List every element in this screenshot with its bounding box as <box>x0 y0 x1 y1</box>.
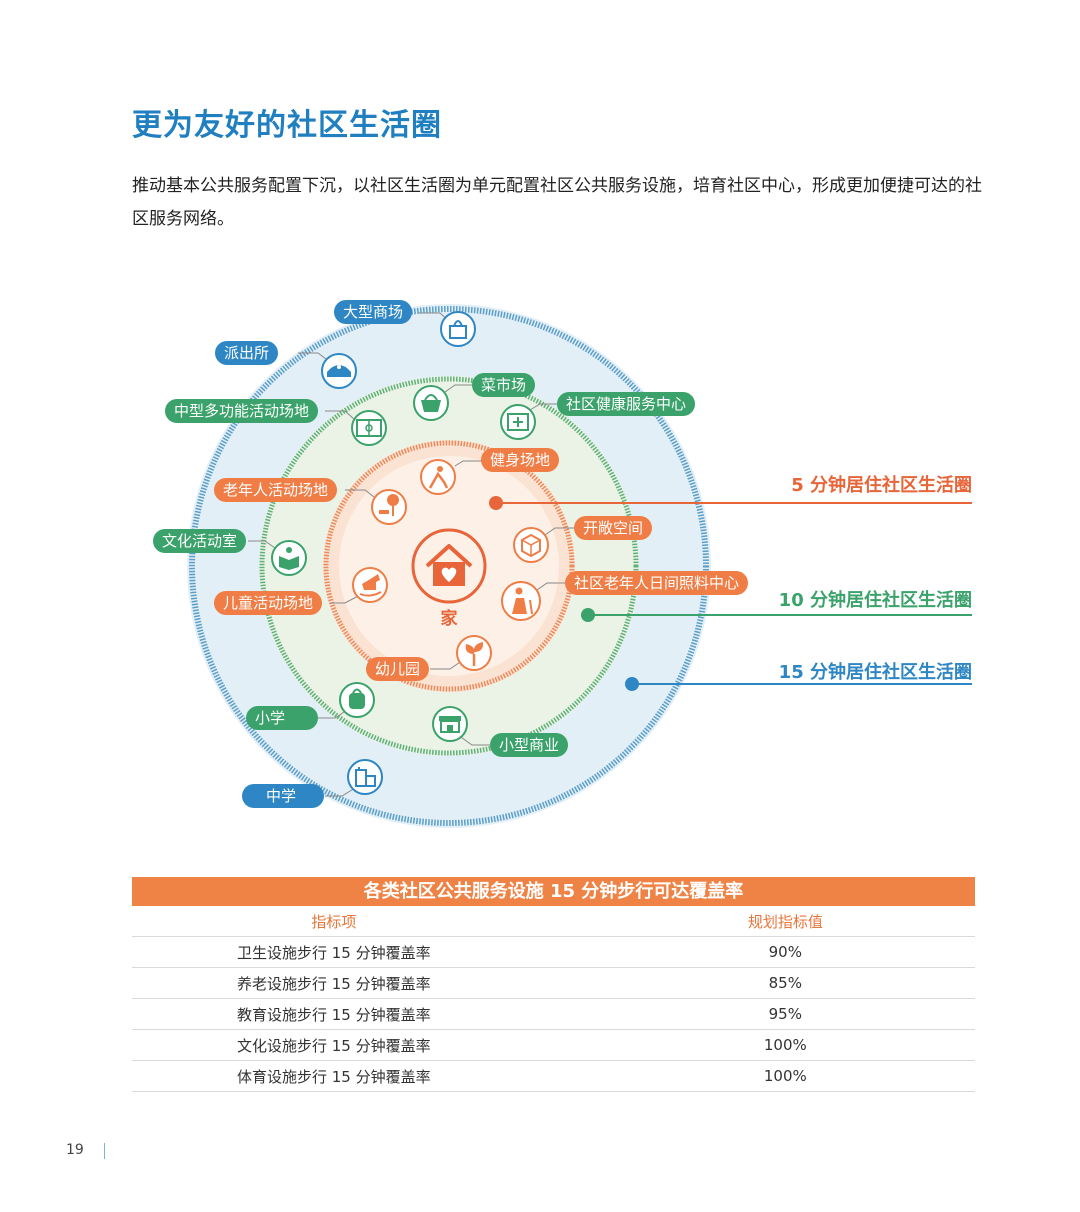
table-cell: 95% <box>595 998 975 1030</box>
tag-sports-field: 中型多功能活动场地 <box>165 399 319 423</box>
tag-elderly-activity: 老年人活动场地 <box>214 478 338 502</box>
table-cell: 100% <box>595 1060 975 1092</box>
table-row: 教育设施步行 15 分钟覆盖率 95% <box>132 998 975 1030</box>
tag-primary: 小学 <box>246 706 318 730</box>
table-row: 体育设施步行 15 分钟覆盖率 100% <box>132 1060 975 1092</box>
tag-fitness: 健身场地 <box>481 448 560 472</box>
rocking-horse-icon <box>352 567 388 603</box>
page-number-divider <box>104 1143 105 1159</box>
legend-15min: 15 分钟居住社区生活圈 <box>778 662 972 683</box>
house-icon <box>411 528 487 604</box>
tag-elderly-care: 社区老年人日间照料中心 <box>565 571 749 595</box>
tag-kindergarten: 幼儿园 <box>366 657 430 681</box>
life-circle-diagram: 家 <box>187 304 972 828</box>
table-title: 各类社区公共服务设施 15 分钟步行可达覆盖率 <box>132 877 975 906</box>
table-row: 养老设施步行 15 分钟覆盖率 85% <box>132 967 975 999</box>
fitness-icon <box>420 459 456 495</box>
coverage-table: 各类社区公共服务设施 15 分钟步行可达覆盖率 指标项 规划指标值 卫生设施步行… <box>132 877 975 1092</box>
table-cell: 卫生设施步行 15 分钟覆盖率 <box>132 936 596 968</box>
tag-open-space: 开敞空间 <box>574 516 653 540</box>
basket-icon <box>413 385 449 421</box>
table-row: 文化设施步行 15 分钟覆盖率 100% <box>132 1029 975 1061</box>
tag-small-business: 小型商业 <box>490 733 569 757</box>
shop-icon <box>432 706 468 742</box>
center-label: 家 <box>441 608 458 629</box>
table-cell: 体育设施步行 15 分钟覆盖率 <box>132 1060 596 1092</box>
table-row: 卫生设施步行 15 分钟覆盖率 90% <box>132 936 975 968</box>
table-cell: 85% <box>595 967 975 999</box>
book-icon <box>271 540 307 576</box>
legend-5min: 5 分钟居住社区生活圈 <box>791 475 972 496</box>
tag-children: 儿童活动场地 <box>214 591 323 615</box>
backpack-icon <box>339 682 375 718</box>
open-box-icon <box>513 527 549 563</box>
tag-middle: 中学 <box>242 784 324 808</box>
table-header-target: 规划指标值 <box>595 906 975 937</box>
shopping-bag-icon <box>440 311 476 347</box>
school-building-icon <box>347 759 383 795</box>
tag-health: 社区健康服务中心 <box>557 392 696 416</box>
tag-market: 菜市场 <box>472 373 536 397</box>
table-cell: 养老设施步行 15 分钟覆盖率 <box>132 967 596 999</box>
table-cell: 90% <box>595 936 975 968</box>
health-center-icon <box>500 404 536 440</box>
intro-paragraph: 推动基本公共服务配置下沉，以社区生活圈为单元配置社区公共服务设施，培育社区中心，… <box>132 176 982 229</box>
tree-bench-icon <box>371 489 407 525</box>
table-cell: 教育设施步行 15 分钟覆盖率 <box>132 998 596 1030</box>
tag-police: 派出所 <box>215 341 279 365</box>
elderly-person-icon <box>501 581 541 621</box>
sprout-icon <box>456 635 492 671</box>
tag-culture-room: 文化活动室 <box>153 529 247 553</box>
police-cap-icon <box>321 353 357 389</box>
page-title: 更为友好的社区生活圈 <box>132 108 442 143</box>
sports-field-icon <box>351 410 387 446</box>
page-number: 19 <box>66 1142 84 1158</box>
table-header-indicator: 指标项 <box>132 906 596 937</box>
table-cell: 文化设施步行 15 分钟覆盖率 <box>132 1029 596 1061</box>
legend-10min: 10 分钟居住社区生活圈 <box>778 590 972 611</box>
tag-mall: 大型商场 <box>334 300 413 324</box>
table-cell: 100% <box>595 1029 975 1061</box>
